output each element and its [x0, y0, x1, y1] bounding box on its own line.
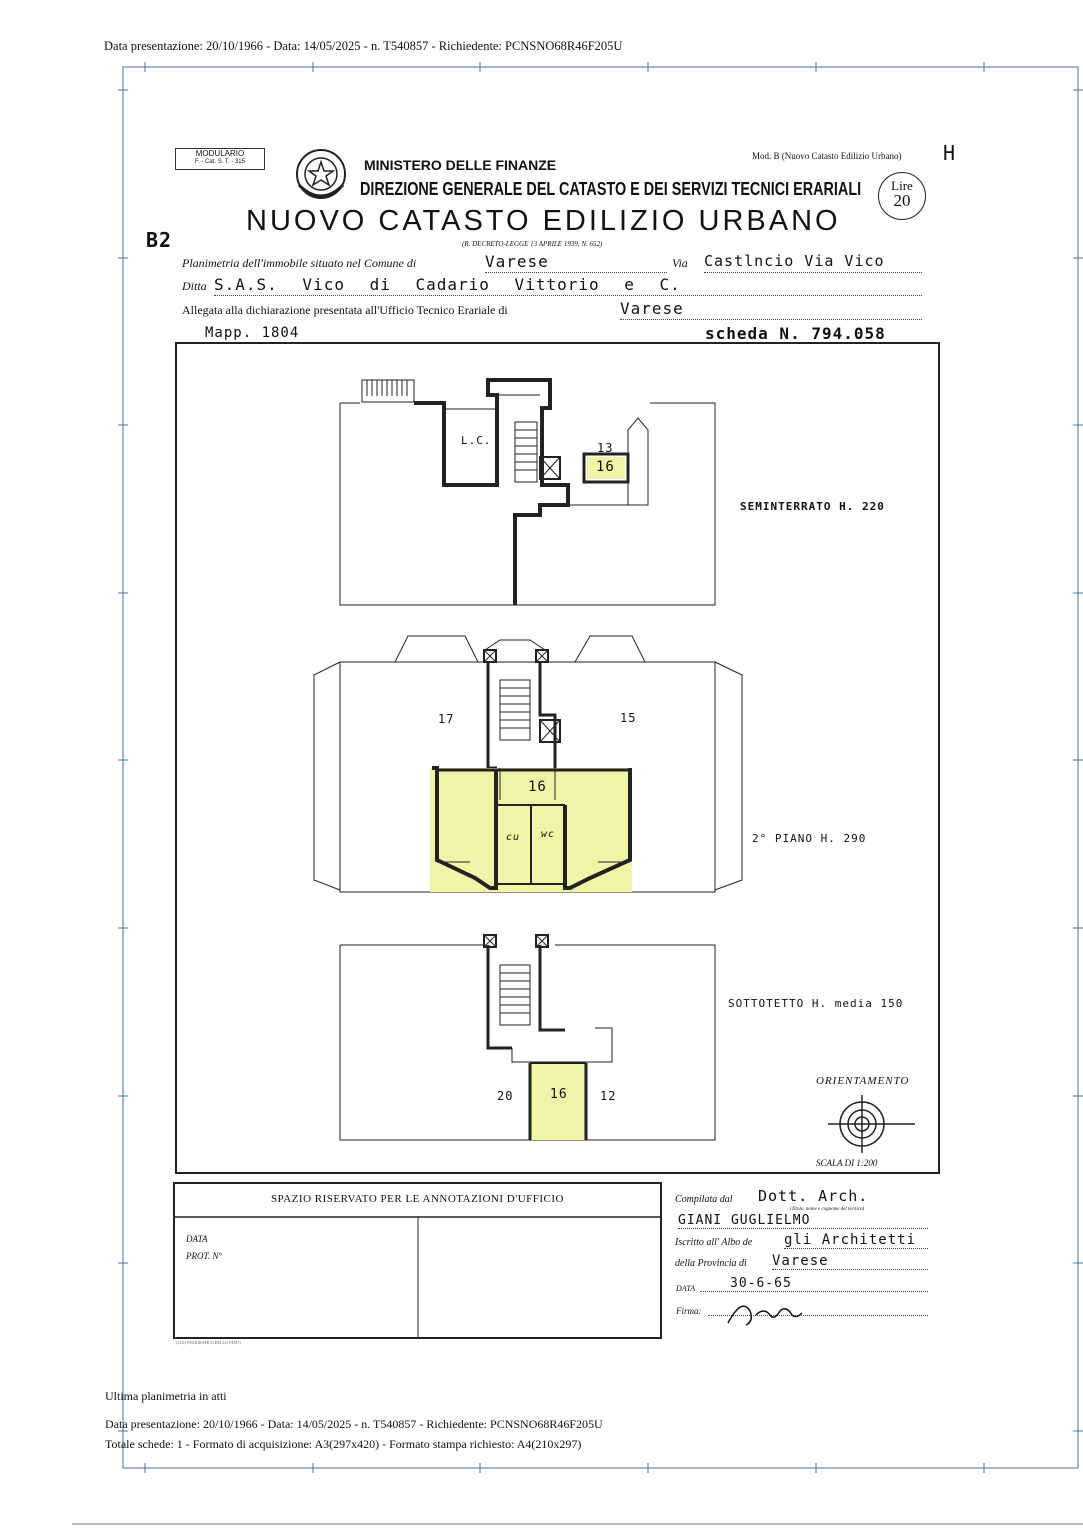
ditta-value: S.A.S. Vico di Cadario Vittorio e C. — [214, 275, 922, 296]
provincia-label: della Provincia di — [675, 1258, 747, 1269]
compass-icon — [828, 1095, 915, 1153]
lire-stamp: Lire 20 — [878, 172, 926, 220]
signature-graphic — [727, 1305, 803, 1326]
spazio-heading: SPAZIO RISERVATO PER LE ANNOTAZIONI D'UF… — [271, 1193, 564, 1205]
modulario-box: MODULARIO F. - Cat. S. T. - 315 — [175, 148, 265, 170]
catasto-title: NUOVO CATASTO EDILIZIO URBANO — [246, 205, 841, 237]
scale-label: SCALA DI 1:200 — [816, 1158, 878, 1168]
attic-label: SOTTOTETTO H. media 150 — [728, 997, 904, 1010]
ministry-title: MINISTERO DELLE FINANZE — [364, 157, 557, 173]
modulario-title: MODULARIO — [195, 149, 245, 158]
attic-num-16: 16 — [550, 1087, 568, 1102]
basement-unit-num: 16 — [596, 459, 615, 475]
data-sig-value: 30-6-65 — [700, 1276, 928, 1292]
prot-field-label: PROT. N° — [186, 1251, 222, 1261]
attic-num-12: 12 — [600, 1089, 617, 1103]
iscritto-label: Iscritto all' Albo de — [675, 1237, 753, 1248]
tecnico-name: GIANI GUGLIELMO — [678, 1213, 928, 1229]
compilata-label: Compilata dal — [675, 1194, 733, 1205]
comune-value: Varese — [485, 252, 667, 273]
data-sig-label: DATA — [676, 1284, 696, 1293]
attic-num-20: 20 — [497, 1089, 514, 1103]
attic-highlight — [530, 1063, 586, 1140]
attic-plan — [339, 934, 716, 1141]
room-lc-label: L.C. — [461, 434, 492, 447]
second-num-16: 16 — [528, 779, 547, 795]
header-line: Data presentazione: 20/10/1966 - Data: 1… — [104, 39, 623, 53]
basement-num-top: 13 — [597, 441, 614, 455]
basement-highlight — [587, 457, 625, 479]
modulario-code: F. - Cat. S. T. - 315 — [195, 159, 245, 165]
stamp-value: 20 — [893, 191, 911, 210]
category-mark: B2 — [146, 228, 173, 252]
via-value: Castlncio Via Vico — [704, 252, 922, 273]
titolo-note: (Titolo, nome e cognome del tecnico) — [790, 1207, 865, 1212]
footer-line-1: Data presentazione: 20/10/1966 - Data: 1… — [105, 1417, 603, 1431]
planimetria-label: Planimetria dell'immobile situato nel Co… — [182, 256, 417, 270]
republic-emblem — [296, 149, 346, 199]
mapp-number: Mapp. 1804 — [205, 325, 300, 341]
second-num-15: 15 — [620, 711, 637, 725]
basement-plan — [339, 378, 716, 606]
mod-b-label: Mod. B (Nuovo Catasto Edilizio Urbano) — [752, 151, 902, 161]
compilata-value: Dott. Arch. — [758, 1187, 869, 1205]
second-wc: wc — [541, 829, 556, 840]
scheda-number: scheda N. 794.058 — [705, 324, 886, 343]
decree-ref: (R. DECRETO-LEGGE 13 APRILE 1939, N. 652… — [462, 240, 603, 248]
ufficio-value: Varese — [620, 299, 922, 320]
ditta-label: Ditta — [182, 279, 207, 293]
iscritto-value: gli Architetti — [784, 1232, 928, 1249]
provincia-value: Varese — [772, 1253, 928, 1270]
second-floor-label: 2° PIANO H. 290 — [752, 832, 867, 845]
printer-note: (1111) POLIGRAFICO DELLO STATO — [176, 1340, 241, 1345]
second-num-17: 17 — [438, 712, 455, 726]
corner-mark: H — [943, 141, 957, 165]
data-field-label: DATA — [186, 1234, 208, 1244]
footer-line-2: Totale schede: 1 - Formato di acquisizio… — [105, 1437, 582, 1451]
stamp-currency: Lire — [891, 178, 913, 193]
second-cu: cu — [506, 832, 521, 843]
firma-label: Firma: — [676, 1306, 702, 1316]
direction-title: DIREZIONE GENERALE DEL CATASTO E DEI SER… — [360, 179, 862, 199]
firma-line — [708, 1314, 928, 1316]
orientamento-label: ORIENTAMENTO — [816, 1075, 910, 1087]
allegata-label: Allegata alla dichiarazione presentata a… — [182, 303, 508, 317]
basement-label: SEMINTERRATO H. 220 — [740, 500, 885, 513]
ultima-planimetria: Ultima planimetria in atti — [105, 1389, 227, 1403]
via-label: Via — [672, 256, 688, 270]
